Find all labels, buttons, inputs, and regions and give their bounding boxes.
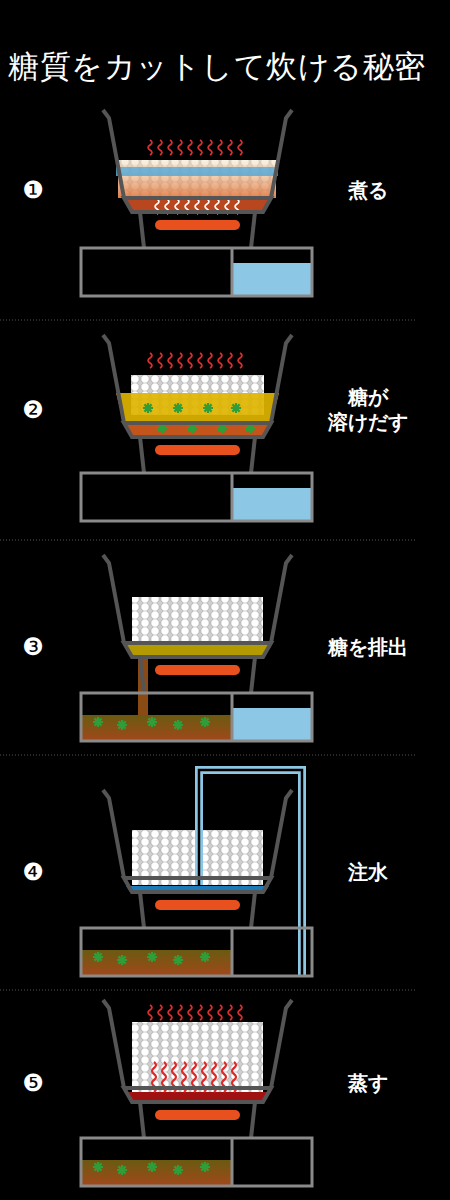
step-label: 糖を排出: [318, 635, 418, 660]
boil-stage: [81, 110, 312, 296]
dissolve-stage: [81, 335, 312, 521]
step-label: 蒸す: [318, 1071, 418, 1096]
water-stage: [81, 770, 312, 976]
callout-number: ❶: [22, 177, 44, 203]
steam-stage: [81, 1000, 312, 1186]
step-label: 糖が 溶けだす: [318, 385, 418, 435]
callout-number: ❹: [22, 859, 44, 885]
page-title: 糖質をカットして炊ける秘密: [8, 46, 426, 86]
callout-number: ❸: [22, 634, 44, 660]
callout-number: ❷: [22, 397, 44, 423]
drain-stage: [81, 555, 312, 741]
step-label: 注水: [318, 860, 418, 885]
step-label: 煮る: [318, 178, 418, 203]
callout-number: ❺: [22, 1070, 44, 1096]
